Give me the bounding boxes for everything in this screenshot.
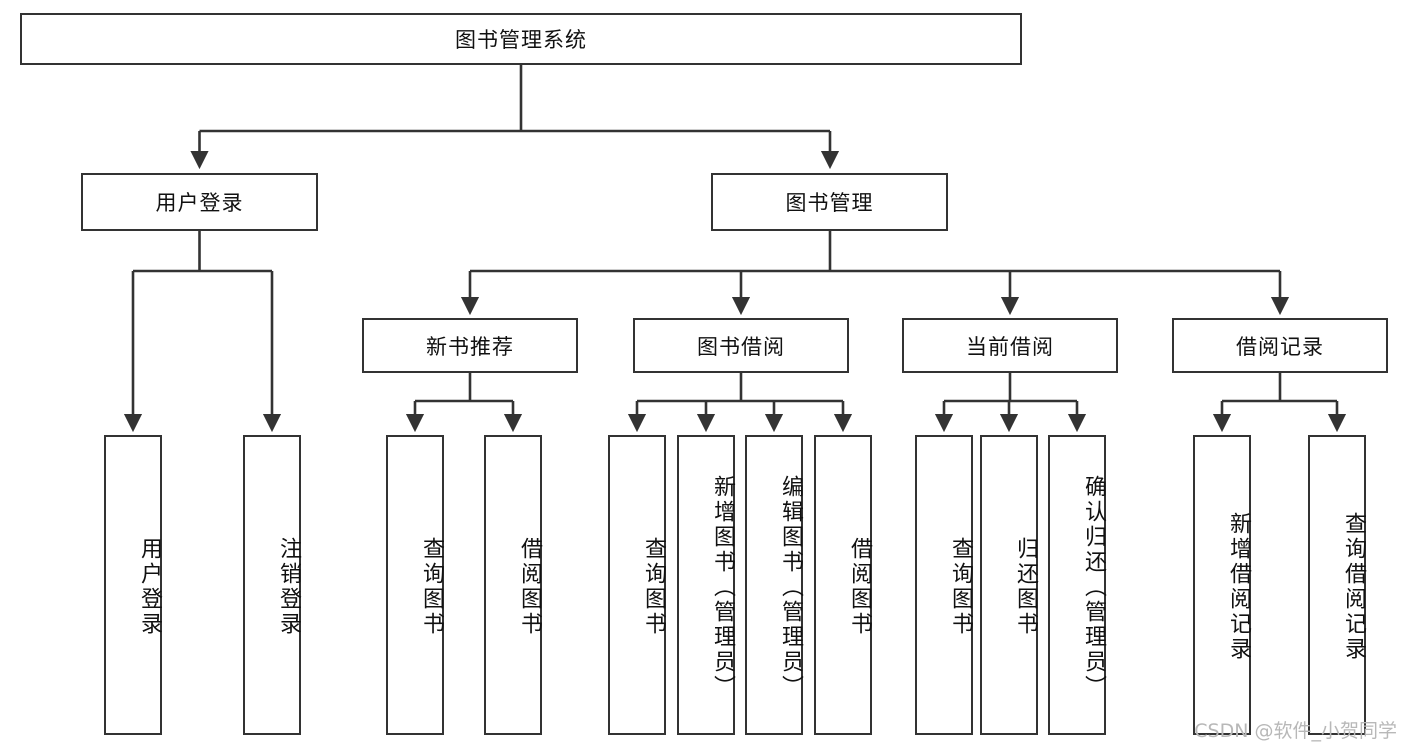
node-leaf-edit-book[interactable]: 编辑图书（管理员） [745,435,803,735]
node-borrow-record[interactable]: 借阅记录 [1172,318,1388,373]
node-leaf-user-login-label: 用户登录 [137,537,162,637]
node-leaf-return-book-label: 归还图书 [1013,537,1038,637]
node-leaf-user-login[interactable]: 用户登录 [104,435,162,735]
node-book-borrow[interactable]: 图书借阅 [633,318,849,373]
node-book-management-label: 图书管理 [785,191,874,215]
node-current-borrow-label: 当前借阅 [966,334,1054,359]
node-leaf-query-book-1[interactable]: 查询图书 [386,435,444,735]
node-leaf-query-book-2[interactable]: 查询图书 [608,435,666,735]
node-leaf-borrow-book-1[interactable]: 借阅图书 [484,435,542,735]
node-leaf-borrow-book-2-label: 借阅图书 [847,537,872,637]
node-leaf-query-book-2-label: 查询图书 [641,537,666,637]
watermark-text: CSDN @软件_小贺同学 [1194,720,1397,742]
node-leaf-edit-book-label: 编辑图书（管理员） [778,474,803,700]
node-book-management[interactable]: 图书管理 [711,173,948,231]
node-leaf-confirm-return[interactable]: 确认归还（管理员） [1048,435,1106,735]
node-leaf-add-record[interactable]: 新增借阅记录 [1193,435,1251,735]
node-current-borrow[interactable]: 当前借阅 [902,318,1118,373]
node-root[interactable]: 图书管理系统 [20,13,1022,65]
node-borrow-record-label: 借阅记录 [1236,334,1324,359]
node-leaf-logout-label: 注销登录 [276,537,301,637]
node-leaf-query-record[interactable]: 查询借阅记录 [1308,435,1366,735]
node-leaf-logout[interactable]: 注销登录 [243,435,301,735]
node-leaf-add-book-label: 新增图书（管理员） [710,474,735,700]
node-user-login[interactable]: 用户登录 [81,173,318,231]
node-new-book-recommend-label: 新书推荐 [426,334,514,359]
node-leaf-query-record-label: 查询借阅记录 [1341,512,1366,662]
node-user-login-label: 用户登录 [155,191,244,215]
node-leaf-query-book-1-label: 查询图书 [419,537,444,637]
node-leaf-borrow-book-2[interactable]: 借阅图书 [814,435,872,735]
node-leaf-add-record-label: 新增借阅记录 [1226,512,1251,662]
node-leaf-query-book-3[interactable]: 查询图书 [915,435,973,735]
node-leaf-query-book-3-label: 查询图书 [948,537,973,637]
node-new-book-recommend[interactable]: 新书推荐 [362,318,578,373]
node-book-borrow-label: 图书借阅 [697,334,785,359]
node-leaf-return-book[interactable]: 归还图书 [980,435,1038,735]
node-leaf-add-book[interactable]: 新增图书（管理员） [677,435,735,735]
node-root-label: 图书管理系统 [455,28,587,52]
node-leaf-borrow-book-1-label: 借阅图书 [517,537,542,637]
node-leaf-confirm-return-label: 确认归还（管理员） [1081,474,1106,700]
